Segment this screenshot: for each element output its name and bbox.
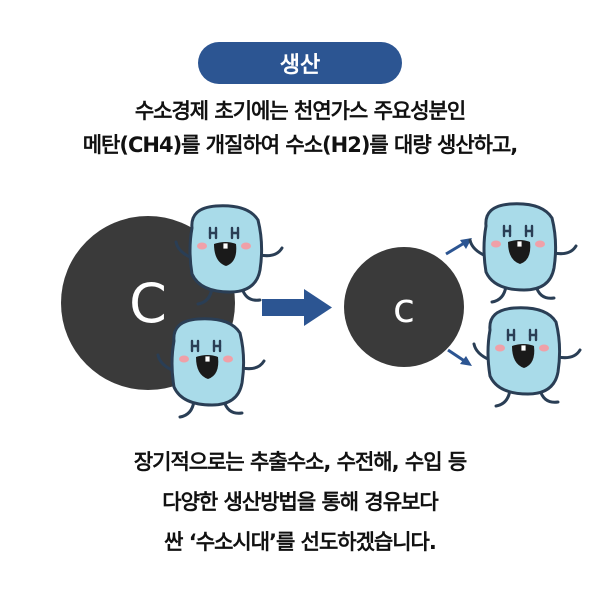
intro-line-2: 메탄(CH4)를 개질하여 수소(H2)를 대량 생산하고, xyxy=(82,133,519,157)
large-carbon-label: C xyxy=(129,272,167,335)
section-badge-label: 생산 xyxy=(279,53,321,78)
small-carbon-label: c xyxy=(393,286,415,332)
section-badge: 생산 xyxy=(198,42,402,84)
hydrogen-character-bottom-left xyxy=(156,317,266,419)
intro-text: 수소경제 초기에는 천연가스 주요성분인 메탄(CH4)를 개질하여 수소(H2… xyxy=(0,94,600,162)
conclusion-line-3: 싼 ‘수소시대’를 선도하겠습니다. xyxy=(164,530,437,554)
release-arrow-down xyxy=(447,348,472,366)
conclusion-line-1: 장기적으로는 추출수소, 수전해, 수입 등 xyxy=(133,450,467,474)
hydrogen-character-released-bottom xyxy=(472,306,582,408)
conclusion-line-2: 다양한 생산방법을 통해 경유보다 xyxy=(162,490,438,514)
release-arrow-up xyxy=(445,238,472,256)
conclusion-text: 장기적으로는 추출수소, 수전해, 수입 등 다양한 생산방법을 통해 경유보다… xyxy=(0,442,600,562)
small-carbon-atom xyxy=(344,247,464,367)
reaction-arrow xyxy=(262,289,332,326)
hydrogen-character-released-top xyxy=(468,202,578,304)
intro-line-1: 수소경제 초기에는 천연가스 주요성분인 xyxy=(134,99,466,123)
